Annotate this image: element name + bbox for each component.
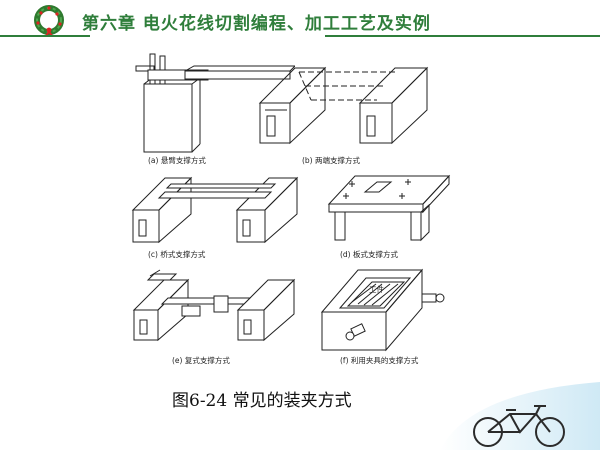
figure-a-caption: (a) 悬臂支撑方式 (148, 156, 206, 165)
figure-f-fixture-support (318, 262, 448, 354)
figure-f-caption: (f) 利用夹具的支撑方式 (340, 356, 419, 365)
figure-b-caption: (b) 两端支撑方式 (302, 156, 360, 165)
slide-header: 第六章 电火花线切割编程、加工工艺及实例 (0, 0, 600, 40)
decorative-background (440, 382, 600, 450)
figure-d-caption: (d) 板式支撑方式 (340, 250, 398, 259)
figure-e-compound-support (130, 268, 305, 348)
figure-c-bridge-support (125, 170, 305, 248)
figure-a-cantilever-support (130, 52, 295, 154)
bicycle-icon (470, 402, 568, 448)
header-rule-left (0, 35, 90, 37)
figure-b-two-end-support (255, 58, 435, 148)
figure-caption: 图6-24 常见的装夹方式 (172, 391, 352, 411)
header-rule-right (325, 35, 600, 37)
figure-d-plate-support (325, 170, 455, 245)
christmas-wreath-icon (32, 4, 66, 37)
figure-c-caption: (c) 桥式支撑方式 (148, 250, 206, 259)
figure-f-workpiece-label: 工件 (369, 285, 384, 294)
figure-e-caption: (e) 复式支撑方式 (172, 356, 230, 365)
page-title: 第六章 电火花线切割编程、加工工艺及实例 (82, 14, 431, 34)
